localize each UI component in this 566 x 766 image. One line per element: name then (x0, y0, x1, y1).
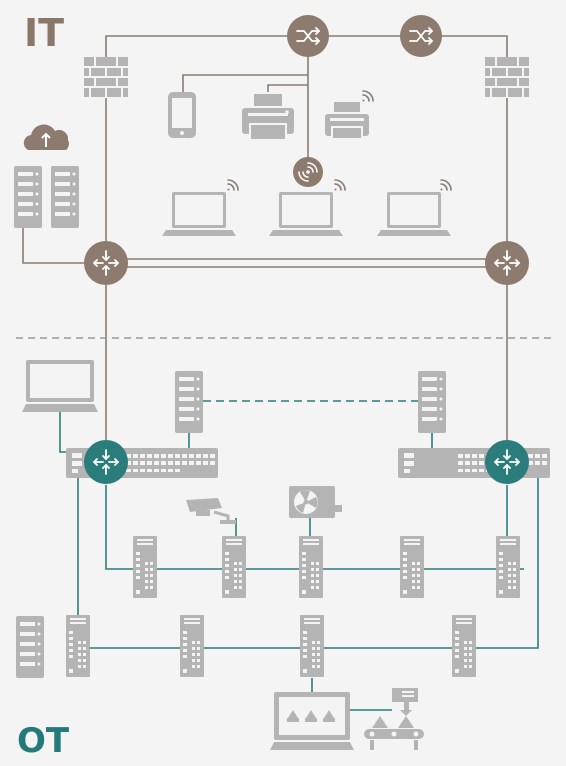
printer-icon[interactable] (242, 94, 294, 141)
printer-icon[interactable] (325, 102, 369, 140)
conveyor-robot-icon[interactable] (364, 688, 424, 750)
laptop-icon[interactable] (269, 192, 343, 236)
server-rack-icon[interactable] (175, 371, 203, 433)
router-icon[interactable] (485, 440, 529, 484)
ot-zone-label: OT (17, 721, 70, 761)
industrial-switch-icon[interactable] (222, 536, 246, 598)
industrial-switch-icon[interactable] (400, 536, 424, 598)
industrial-switch-icon[interactable] (299, 536, 323, 598)
server-rack-icon[interactable] (418, 371, 446, 433)
industrial-switch-icon[interactable] (133, 536, 157, 598)
core-switch-icon[interactable] (400, 15, 442, 57)
it-zone-label: IT (24, 11, 64, 55)
router-icon[interactable] (84, 440, 128, 484)
desktop-monitor-icon[interactable] (22, 360, 98, 412)
industrial-switch-icon[interactable] (66, 615, 90, 677)
wifi-icon (226, 179, 239, 192)
industrial-switch-icon[interactable] (300, 615, 324, 677)
server-rack-icon[interactable] (14, 166, 42, 228)
laptop-icon[interactable] (162, 192, 236, 236)
industrial-switch-icon[interactable] (452, 615, 476, 677)
wifi-icon (439, 179, 452, 192)
server-rack-icon[interactable] (16, 616, 44, 678)
server-rack-icon[interactable] (51, 166, 79, 228)
core-switch-icon[interactable] (287, 15, 329, 57)
router-icon[interactable] (84, 241, 128, 285)
industrial-switch-icon[interactable] (496, 536, 520, 598)
firewall-icon[interactable] (83, 56, 129, 98)
industrial-switch-icon[interactable] (180, 615, 204, 677)
wifi-icon (333, 179, 346, 192)
router-icon[interactable] (485, 241, 529, 285)
hmi-panel-icon[interactable] (270, 692, 354, 750)
hvac-fan-unit-icon[interactable] (289, 486, 342, 518)
firewall-icon[interactable] (484, 56, 530, 98)
cloud-upload-icon (23, 124, 69, 150)
wifi-icon (361, 90, 374, 103)
laptop-icon[interactable] (377, 192, 451, 236)
smartphone-icon[interactable] (168, 92, 196, 138)
security-camera-icon[interactable] (186, 498, 236, 524)
wireless-access-point-icon[interactable] (293, 157, 323, 187)
